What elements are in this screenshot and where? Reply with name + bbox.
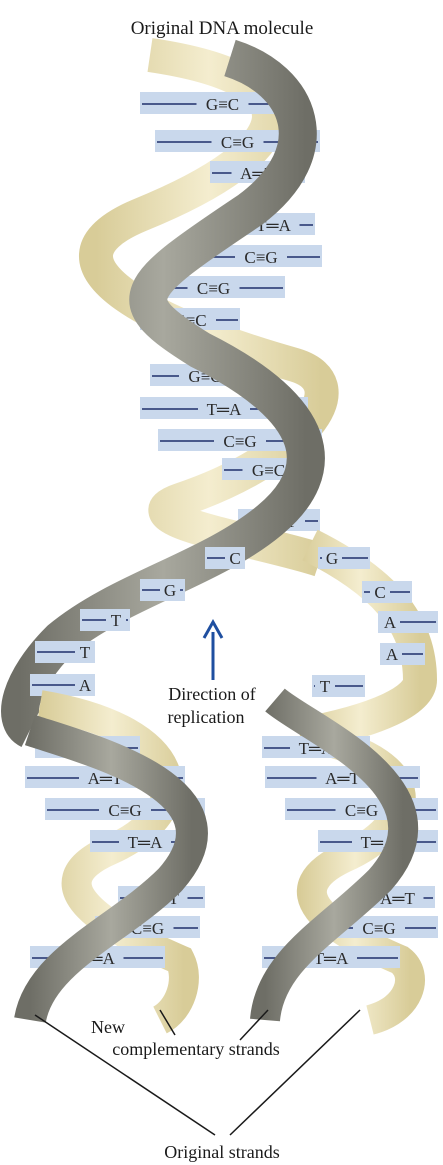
fork-right-base-label: T bbox=[320, 677, 331, 696]
left-base-pair-label: T═A bbox=[128, 833, 163, 852]
original-strands-leader-lines bbox=[35, 1010, 360, 1135]
new-strands-label-line1: New bbox=[91, 1017, 125, 1037]
direction-label-line2: replication bbox=[168, 707, 245, 727]
fork-right-base-label: A bbox=[386, 645, 399, 664]
base-pair-label: T═A bbox=[207, 400, 242, 419]
fork-left-base: T bbox=[80, 609, 130, 631]
fork-left-base: G bbox=[140, 579, 185, 601]
fork-right-base: G bbox=[318, 547, 370, 569]
original-strands-label: Original strands bbox=[164, 1142, 279, 1162]
right-base-pair-label: C≡G bbox=[362, 919, 395, 938]
fork-left-base-label: T bbox=[111, 611, 122, 630]
right-base-pair-label: C≡G bbox=[345, 801, 378, 820]
fork-left-base: C bbox=[205, 547, 245, 569]
left-base-pair-label: C≡G bbox=[108, 801, 141, 820]
direction-label-line1: Direction of bbox=[168, 684, 255, 704]
base-pair-label: G≡C bbox=[252, 461, 285, 480]
right-daughter-helix: T═AA═TC≡GT═AA═TC≡GT═A bbox=[262, 700, 438, 1020]
direction-arrow bbox=[204, 622, 222, 680]
fork-right-base-label: G bbox=[326, 549, 338, 568]
fork-right-base: C bbox=[362, 581, 412, 603]
fork-right-light-strand bbox=[300, 545, 420, 735]
fork-right-base: T bbox=[312, 675, 365, 697]
base-pair-label: G≡C bbox=[206, 95, 239, 114]
fork-left-base-label: T bbox=[80, 643, 91, 662]
fork-left-base-label: A bbox=[79, 676, 92, 695]
fork-left-base-label: G bbox=[164, 581, 176, 600]
fork-left-base-label: C bbox=[229, 549, 240, 568]
original-helix: G≡CC≡GA═TT═AC≡GC≡GG≡CG≡CT═AC≡GG≡CA═T bbox=[20, 55, 322, 730]
fork-right-base-label: C bbox=[374, 583, 385, 602]
base-pair-label: C≡G bbox=[244, 248, 277, 267]
base-pair-label: C≡G bbox=[223, 432, 256, 451]
fork-left-base: T bbox=[35, 641, 95, 663]
fork-right-base: A bbox=[378, 611, 438, 633]
fork-right-base-label: A bbox=[384, 613, 397, 632]
new-strands-label-line2: complementary strands bbox=[112, 1039, 279, 1059]
right-base-pair: T═A bbox=[318, 830, 438, 852]
diagram-title: Original DNA molecule bbox=[131, 18, 314, 39]
base-pair-label: C≡G bbox=[221, 133, 254, 152]
fork-left-base: A bbox=[30, 674, 95, 696]
base-pair-label: C≡G bbox=[197, 279, 230, 298]
fork-right-base: A bbox=[380, 643, 425, 665]
left-daughter-helix: T═AA═TC≡GT═AA═TC≡GT═A bbox=[25, 705, 205, 1020]
